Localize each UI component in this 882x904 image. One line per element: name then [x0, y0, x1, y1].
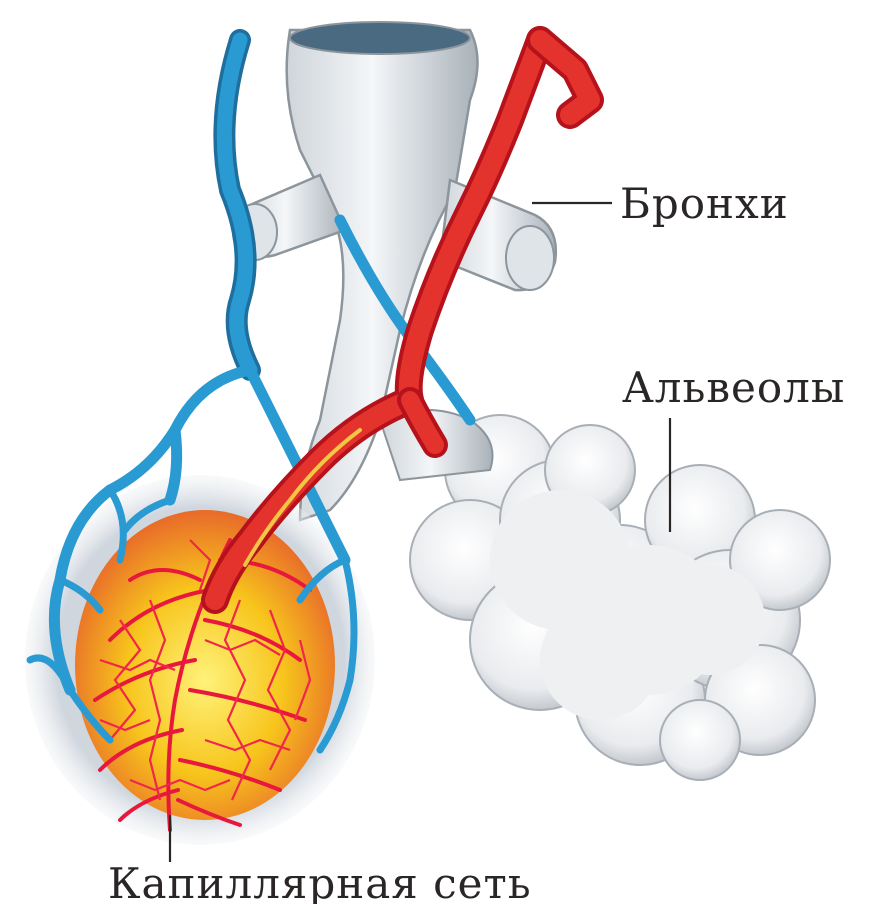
label-capillary-network: Капиллярная сеть: [108, 859, 532, 904]
label-bronchi: Бронхи: [620, 179, 789, 228]
label-alveoli: Альвеолы: [622, 363, 845, 412]
label-bronchi-group: Бронхи: [532, 179, 789, 228]
